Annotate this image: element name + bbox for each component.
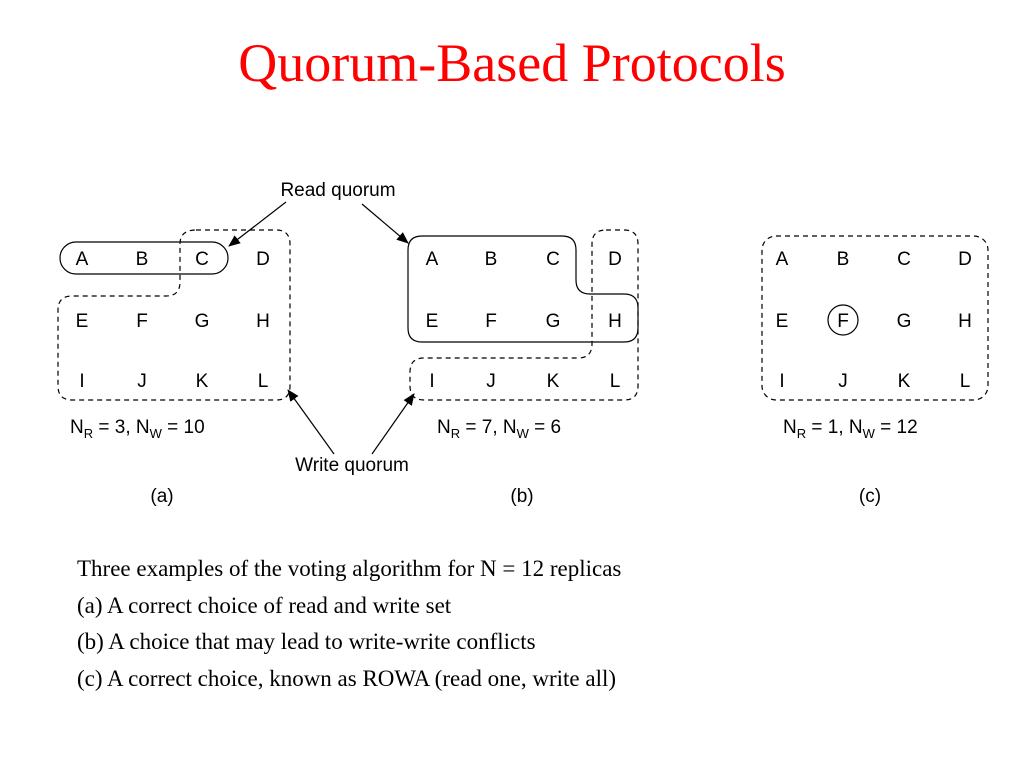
replica-j-a: J bbox=[137, 371, 147, 392]
replica-b-a: B bbox=[136, 249, 149, 270]
write-quorum-outline-a bbox=[57, 229, 291, 401]
write-quorum-arrow-b bbox=[371, 393, 415, 455]
read-quorum-outline-b bbox=[407, 235, 639, 343]
replica-f-b: F bbox=[485, 311, 497, 332]
read-quorum-label: Read quorum bbox=[280, 180, 395, 201]
replica-e-b: E bbox=[426, 311, 439, 332]
read-quorum-arrow-a bbox=[228, 201, 287, 247]
replica-c-c: C bbox=[897, 249, 911, 270]
caption-line: Three examples of the voting algorithm f… bbox=[77, 556, 622, 581]
panel-label-a: (a) bbox=[150, 486, 173, 507]
replica-l-b: L bbox=[610, 371, 621, 392]
replica-l-c: L bbox=[960, 371, 971, 392]
replica-c-a: C bbox=[195, 249, 209, 270]
replica-a-b: A bbox=[426, 249, 439, 270]
replica-d-c: D bbox=[958, 249, 972, 270]
replica-i-b: I bbox=[429, 371, 434, 392]
read-quorum-outline-c bbox=[827, 304, 859, 336]
replica-h-a: H bbox=[256, 311, 270, 332]
write-quorum-outline-c bbox=[761, 235, 989, 401]
figure-caption: Three examples of the voting algorithm f… bbox=[77, 556, 621, 702]
replica-i-a: I bbox=[79, 371, 84, 392]
replica-d-b: D bbox=[608, 249, 622, 270]
replica-f-c: F bbox=[837, 311, 849, 332]
replica-c-b: C bbox=[546, 249, 560, 270]
panel-a bbox=[57, 229, 291, 401]
caption-line: (c) A correct choice, known as ROWA (rea… bbox=[77, 665, 617, 691]
replica-d-a: D bbox=[256, 249, 270, 270]
replica-k-b: K bbox=[547, 371, 560, 392]
replica-b-b: B bbox=[485, 249, 498, 270]
replica-i-c: I bbox=[779, 371, 784, 392]
read-quorum-arrow-b bbox=[361, 203, 409, 244]
replica-l-a: L bbox=[258, 371, 269, 392]
replica-g-a: G bbox=[195, 311, 210, 332]
replica-j-b: J bbox=[486, 371, 496, 392]
write-quorum-label: Write quorum bbox=[295, 455, 409, 476]
write-quorum-outline-b bbox=[409, 229, 639, 401]
replica-e-a: E bbox=[76, 311, 89, 332]
replica-b-c: B bbox=[837, 249, 850, 270]
panel-label-b: (b) bbox=[510, 486, 533, 507]
replica-k-a: K bbox=[196, 371, 209, 392]
panel-c bbox=[761, 235, 989, 401]
replica-f-a: F bbox=[136, 311, 148, 332]
replica-g-b: G bbox=[546, 311, 561, 332]
replica-k-c: K bbox=[898, 371, 911, 392]
quorum-formula-b: NR = 7, NW = 6 bbox=[437, 417, 561, 441]
replica-h-c: H bbox=[958, 311, 972, 332]
replica-a-c: A bbox=[776, 249, 789, 270]
replica-h-b: H bbox=[608, 311, 622, 332]
read-quorum-outline-a bbox=[59, 241, 229, 275]
panel-b bbox=[407, 229, 639, 401]
replica-j-c: J bbox=[838, 371, 848, 392]
replica-a-a: A bbox=[76, 249, 89, 270]
write-quorum-arrow-a bbox=[287, 389, 335, 455]
replica-g-c: G bbox=[897, 311, 912, 332]
quorum-formula-a: NR = 3, NW = 10 bbox=[70, 417, 205, 441]
replica-e-c: E bbox=[776, 311, 789, 332]
panel-label-c: (c) bbox=[859, 486, 881, 507]
replica-grid-layer: A B C D E F G H I J K L NR = 3, NW = 10 (a) A B C D E F G H I J… bbox=[70, 249, 972, 507]
caption-line: (a) A correct choice of read and write s… bbox=[77, 592, 452, 618]
quorum-formula-c: NR = 1, NW = 12 bbox=[783, 417, 918, 441]
slide-title: Quorum-Based Protocols bbox=[238, 33, 786, 93]
caption-line: (b) A choice that may lead to write-writ… bbox=[77, 629, 536, 654]
